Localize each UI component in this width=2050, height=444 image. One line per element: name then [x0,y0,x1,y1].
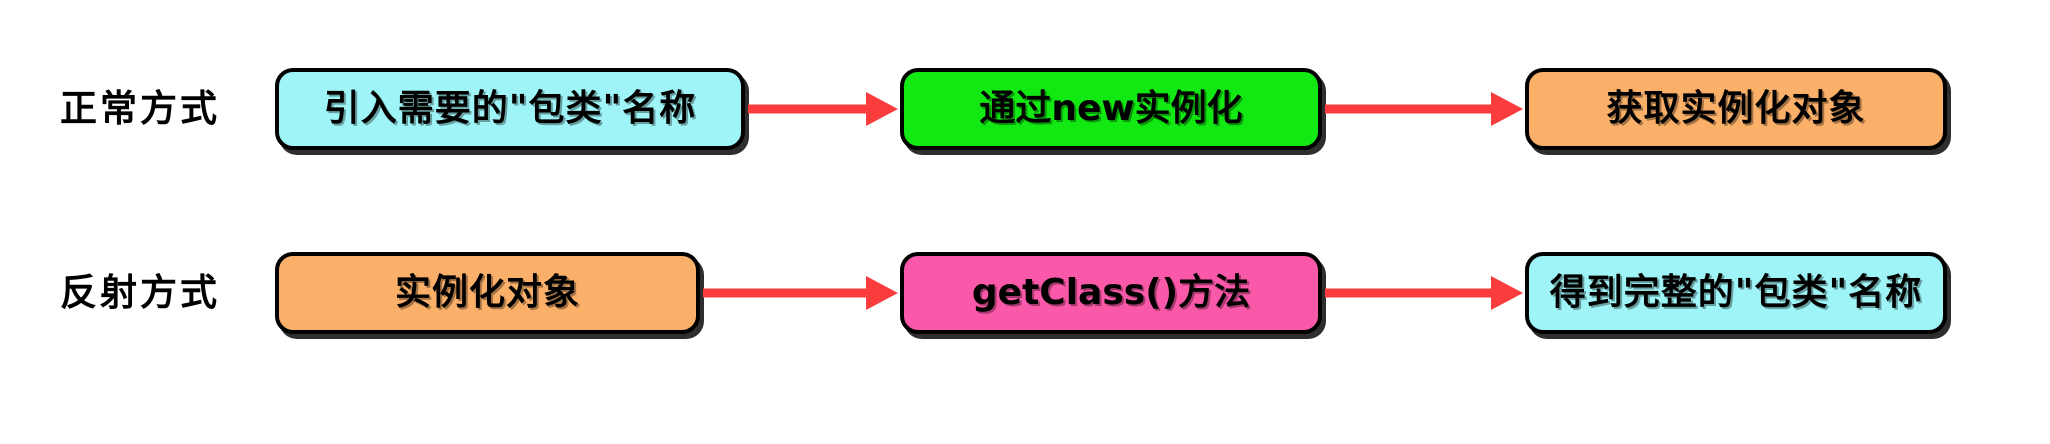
arrow-shaft [1325,104,1491,114]
arrow-head-icon [1491,92,1523,126]
node-import-package-class-name[interactable]: 引入需要的"包类"名称 [275,68,745,150]
arrow-head-icon [866,276,898,310]
arrow-head-icon [866,92,898,126]
node-label-getclass-method: getClass()方法 [971,272,1251,313]
row-label-normal-way: 正常方式 [60,87,220,130]
node-label-instantiate-with-new: 通过new实例化 [979,88,1243,129]
node-getclass-method[interactable]: getClass()方法 [900,252,1322,334]
node-label-instance-object: 实例化对象 [394,272,580,313]
node-label-get-full-package-class-name: 得到完整的"包类"名称 [1549,272,1923,313]
node-label-import-package-class-name: 引入需要的"包类"名称 [323,88,697,129]
arrow-shaft [748,104,866,114]
node-label-get-instance-object: 获取实例化对象 [1606,88,1866,129]
row-label-reflection-way: 反射方式 [60,271,220,314]
node-get-full-package-class-name[interactable]: 得到完整的"包类"名称 [1525,252,1947,334]
arrow-shaft [703,288,866,298]
node-instantiate-with-new[interactable]: 通过new实例化 [900,68,1322,150]
node-instance-object[interactable]: 实例化对象 [275,252,700,334]
arrow-head-icon [1491,276,1523,310]
node-get-instance-object[interactable]: 获取实例化对象 [1525,68,1947,150]
arrow-shaft [1325,288,1491,298]
